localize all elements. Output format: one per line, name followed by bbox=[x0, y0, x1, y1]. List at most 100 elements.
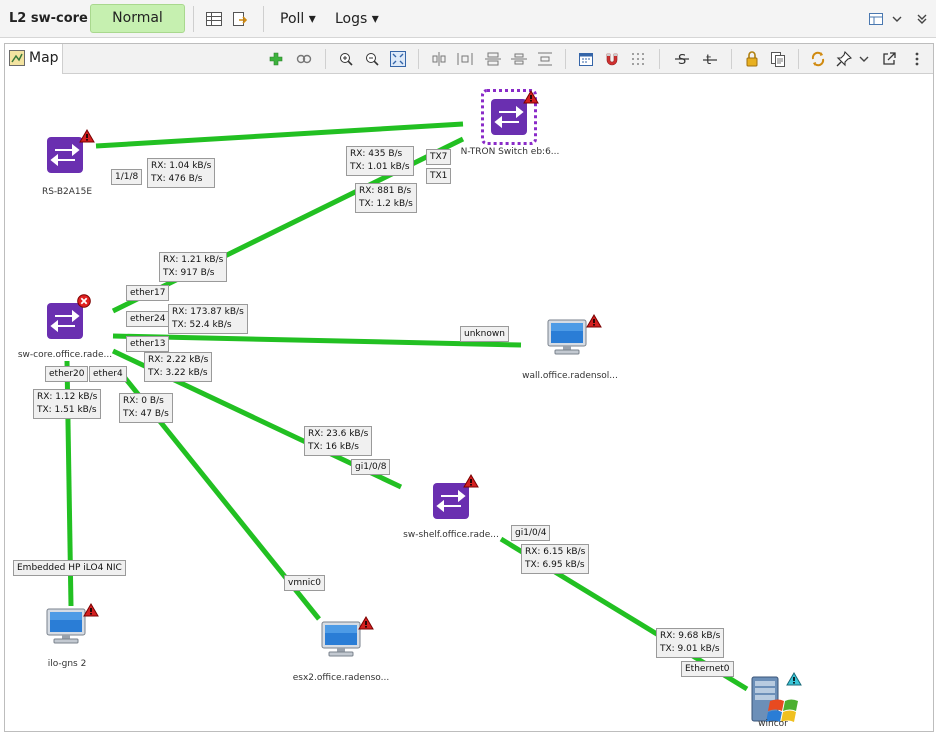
pin-icon[interactable] bbox=[835, 50, 853, 68]
switch-icon bbox=[50, 309, 80, 333]
copy-icon[interactable] bbox=[769, 50, 787, 68]
open-external-icon[interactable] bbox=[880, 50, 898, 68]
node-swshelf-switch[interactable] bbox=[433, 483, 469, 519]
distribute-vertical-icon[interactable] bbox=[536, 50, 554, 68]
layout-icon[interactable] bbox=[867, 10, 885, 28]
calendar-icon[interactable] bbox=[577, 50, 595, 68]
tx-rate: TX: 476 B/s bbox=[151, 174, 203, 184]
node-wall-workstation[interactable] bbox=[546, 319, 590, 358]
rx-rate: RX: 1.21 kB/s bbox=[163, 255, 224, 265]
port-label-tx1: TX1 bbox=[426, 168, 452, 184]
rx-rate: RX: 2.22 kB/s bbox=[148, 355, 209, 365]
refresh-icon[interactable] bbox=[809, 50, 827, 68]
alarm-minor-icon bbox=[786, 672, 802, 689]
chevron-down-icon[interactable] bbox=[857, 50, 871, 68]
node-swcore-switch[interactable] bbox=[47, 303, 83, 339]
align-vertical-icon[interactable] bbox=[430, 50, 448, 68]
tx-rate: TX: 917 B/s bbox=[163, 268, 215, 278]
more-options-icon[interactable] bbox=[908, 50, 926, 68]
switch-icon bbox=[436, 489, 466, 513]
header-separator bbox=[193, 6, 194, 32]
node-esx2-workstation[interactable] bbox=[320, 621, 364, 660]
lock-icon[interactable] bbox=[743, 50, 761, 68]
strikethrough-s-icon[interactable]: S bbox=[673, 50, 691, 68]
strikethrough-t-icon[interactable]: t bbox=[701, 50, 719, 68]
port-label-gi104: gi1/0/4 bbox=[511, 525, 551, 541]
align-middle-icon[interactable] bbox=[510, 50, 528, 68]
rx-rate: RX: 23.6 kB/s bbox=[308, 429, 369, 439]
workstation-icon bbox=[46, 608, 86, 644]
zoom-out-icon[interactable] bbox=[363, 50, 381, 68]
chevron-down-icon: ▾ bbox=[308, 11, 316, 27]
tx-rate: TX: 47 B/s bbox=[123, 409, 169, 419]
rx-rate: RX: 0 B/s bbox=[123, 396, 164, 406]
alarm-warning-icon bbox=[79, 129, 95, 146]
tab-map[interactable]: Map bbox=[5, 44, 63, 74]
tx-rate: TX: 16 kB/s bbox=[308, 442, 359, 452]
workstation-icon bbox=[547, 319, 587, 355]
collapse-icon[interactable] bbox=[914, 10, 930, 28]
link-icon[interactable] bbox=[295, 50, 313, 68]
table-view-icon[interactable] bbox=[205, 10, 223, 28]
port-label-unknown: unknown bbox=[460, 326, 509, 342]
toolbar-separator bbox=[418, 49, 419, 69]
logs-menu[interactable]: Logs ▾ bbox=[335, 11, 379, 27]
selection-outline bbox=[481, 89, 537, 145]
port-label-ethernet0: Ethernet0 bbox=[681, 661, 734, 677]
logs-menu-label: Logs bbox=[335, 11, 368, 27]
node-swcore-label: sw-core.office.rade... bbox=[17, 350, 113, 360]
grid-icon[interactable] bbox=[629, 50, 647, 68]
export-icon[interactable] bbox=[231, 10, 249, 28]
add-icon[interactable] bbox=[267, 50, 285, 68]
port-label-gi108: gi1/0/8 bbox=[351, 459, 391, 475]
port-label-ether13: ether13 bbox=[126, 336, 170, 352]
distribute-horizontal-icon[interactable] bbox=[456, 50, 474, 68]
switch-icon bbox=[50, 143, 80, 167]
port-label-ether4: ether4 bbox=[89, 366, 127, 382]
node-ntron-switch[interactable] bbox=[491, 99, 527, 135]
align-horizontal-icon[interactable] bbox=[484, 50, 502, 68]
toolbar-separator bbox=[659, 49, 660, 69]
node-rs-switch[interactable] bbox=[47, 137, 83, 173]
fit-to-screen-icon[interactable] bbox=[389, 50, 407, 68]
node-esx2-label: esx2.office.radenso... bbox=[292, 673, 390, 683]
port-label-tx7: TX7 bbox=[426, 149, 452, 165]
port-label-ether24: ether24 bbox=[126, 311, 170, 327]
snap-magnet-icon[interactable] bbox=[603, 50, 621, 68]
node-ntron-label: N-TRON Switch eb:6... bbox=[460, 147, 560, 157]
poll-menu[interactable]: Poll ▾ bbox=[280, 11, 316, 27]
alarm-critical-icon bbox=[77, 294, 91, 311]
switch-icon bbox=[494, 105, 524, 129]
alarm-warning-icon bbox=[463, 474, 479, 491]
workstation-icon bbox=[321, 621, 361, 657]
alarm-warning-icon bbox=[83, 603, 99, 620]
rx-rate: RX: 435 B/s bbox=[350, 149, 403, 159]
rx-rate: RX: 9.68 kB/s bbox=[660, 631, 721, 641]
tx-rate: TX: 1.51 kB/s bbox=[37, 405, 97, 415]
chevron-down-icon[interactable] bbox=[890, 10, 904, 28]
port-label-ether20: ether20 bbox=[45, 366, 89, 382]
rx-rate: RX: 1.12 kB/s bbox=[37, 392, 98, 402]
toolbar-separator bbox=[731, 49, 732, 69]
node-swshelf-label: sw-shelf.office.rade... bbox=[403, 530, 499, 540]
port-label-vmnic0: vmnic0 bbox=[284, 575, 325, 591]
zoom-in-icon[interactable] bbox=[337, 50, 355, 68]
network-map-canvas[interactable]: RS-B2A15E N-TRON Switch eb:6... sw-core.… bbox=[5, 75, 933, 731]
rx-rate: RX: 6.15 kB/s bbox=[525, 547, 586, 557]
map-toolbar: Map bbox=[5, 44, 933, 74]
alarm-warning-icon bbox=[358, 616, 374, 633]
tx-rate: TX: 6.95 kB/s bbox=[525, 560, 585, 570]
chevron-down-icon: ▾ bbox=[371, 11, 379, 27]
node-wincor-server[interactable] bbox=[750, 675, 800, 726]
node-ilo-label: ilo-gns 2 bbox=[47, 659, 87, 669]
node-ilo-workstation[interactable] bbox=[45, 608, 89, 647]
